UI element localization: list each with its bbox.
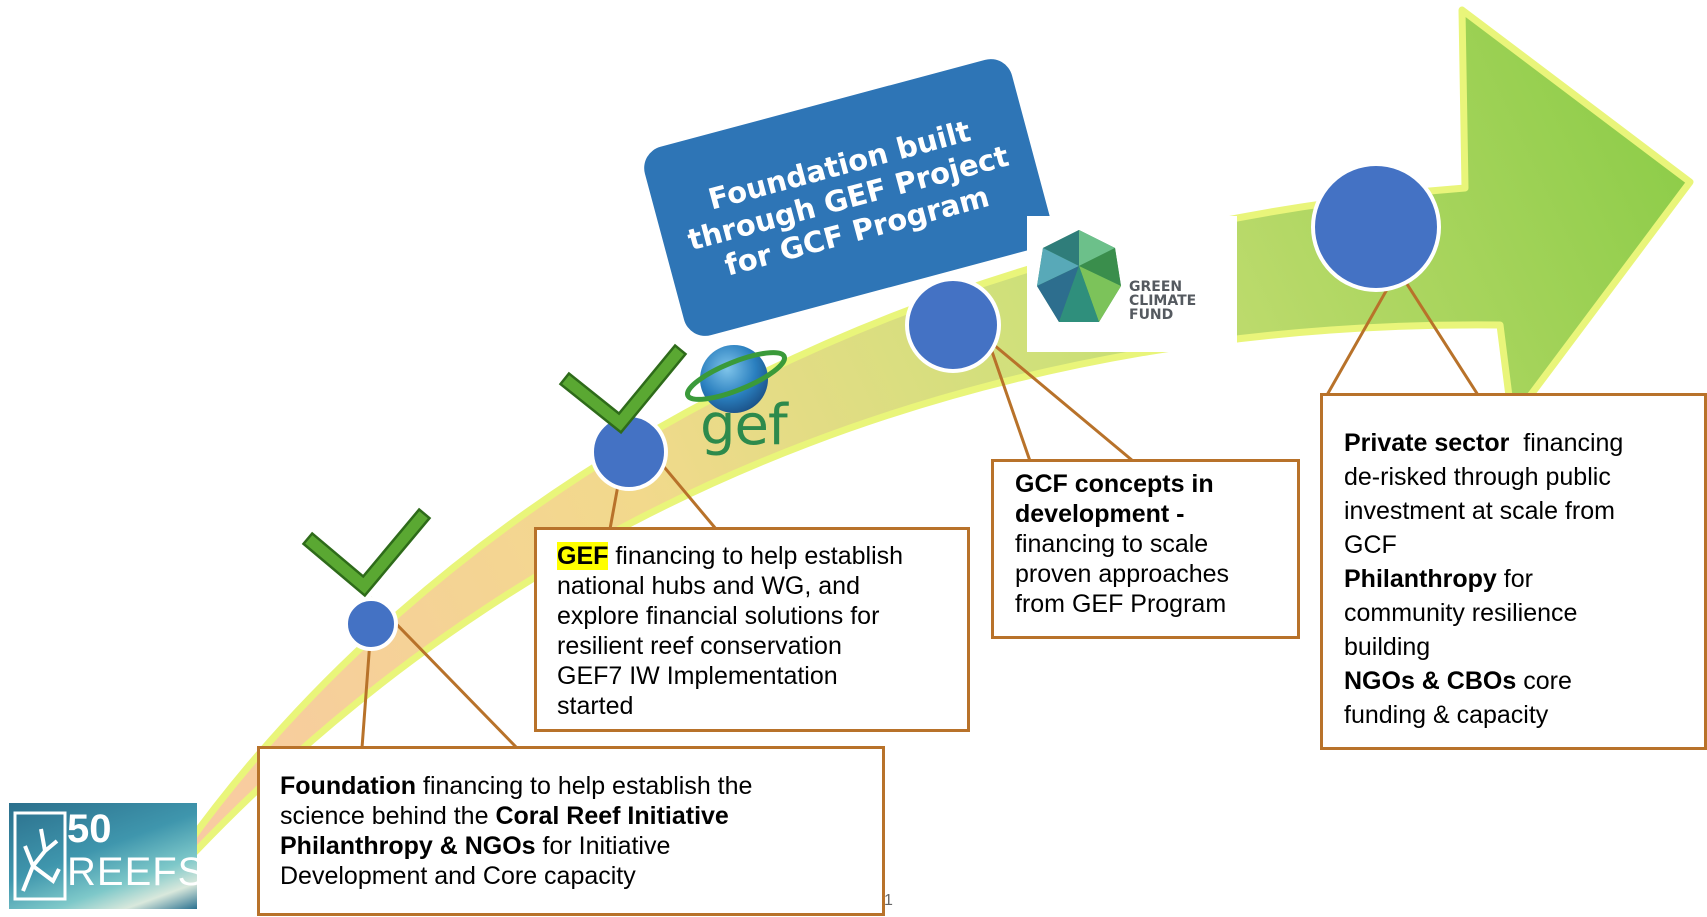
reefs-logo-word: REEFS — [67, 850, 197, 894]
stage-text: core — [1516, 667, 1572, 695]
gcf-logo: GREEN CLIMATE FUND — [1027, 216, 1237, 352]
stage-text-bold: NGOs & CBOs — [1344, 667, 1517, 695]
stage-text: financing to help establish the — [416, 772, 753, 800]
stage-text-bold: Philanthropy & NGOs — [280, 832, 536, 860]
gcf-logo-line: FUND — [1129, 307, 1174, 323]
gcf-logo-line: CLIMATE — [1129, 293, 1197, 309]
stage-text-line: community resilience — [1344, 596, 1704, 630]
stage-text: investment at scale from — [1344, 497, 1615, 525]
stage-text-bold: Coral Reef Initiative — [495, 802, 729, 830]
stage-text-line: GCF — [1344, 528, 1704, 562]
stage-text-line: investment at scale from — [1344, 494, 1704, 528]
page-number: 1 — [884, 892, 893, 909]
geodesic-globe-icon — [1037, 230, 1121, 322]
stage-text-line: Foundation financing to help establish t… — [280, 771, 882, 801]
check-icon — [301, 507, 432, 598]
stage-node-1 — [344, 597, 398, 651]
stage-text: financing to help establish — [608, 542, 904, 570]
stage-text-bold: GCF concepts in — [1015, 470, 1214, 498]
stage-text-line: science behind the Coral Reef Initiative — [280, 801, 882, 831]
stage-text: started — [557, 692, 634, 720]
stage-text: Development and Core capacity — [280, 862, 636, 890]
stage-text: financing — [1509, 429, 1624, 457]
stage-text-line: NGOs & CBOs core — [1344, 664, 1704, 698]
stage-text-line: from GEF Program — [1015, 589, 1297, 619]
stage-text: for Initiative — [535, 832, 671, 860]
coral-icon — [13, 811, 67, 901]
stage-text-line: GEF7 IW Implementation — [557, 661, 967, 691]
gcf-logo-line: GREEN — [1129, 279, 1183, 295]
stage-text-line: Development and Core capacity — [280, 861, 882, 891]
stage-box-4: Private sector financing de-risked throug… — [1320, 393, 1707, 750]
stage-text: community resilience — [1344, 599, 1578, 627]
stage-text: de-risked through public — [1344, 463, 1611, 491]
stage-text-line: national hubs and WG, and — [557, 571, 967, 601]
stage-text-line: de-risked through public — [1344, 460, 1704, 494]
stage-text: financing to scale — [1015, 530, 1209, 558]
stage-text-bold: development - — [1015, 500, 1185, 528]
stage-text-line: Philanthropy for — [1344, 562, 1704, 596]
stage-text-bold: Foundation — [280, 772, 417, 800]
stage-text-line: development - — [1015, 499, 1297, 529]
stage-text-line: building — [1344, 630, 1704, 664]
stage-text: from GEF Program — [1015, 590, 1227, 618]
stage-text: building — [1344, 633, 1431, 661]
stage-text: proven approaches — [1015, 560, 1230, 588]
stage-text-bold: GEF — [557, 542, 609, 570]
stage-text: national hubs and WG, and — [557, 572, 860, 600]
stage-text: GEF7 IW Implementation — [557, 662, 838, 690]
stage-box-1: Foundation financing to help establish t… — [257, 746, 885, 916]
stage-node-2 — [590, 413, 668, 491]
gef-logo-word: gef — [700, 393, 788, 458]
check-icon — [558, 343, 688, 435]
stage-text-line: Philanthropy & NGOs for Initiative — [280, 831, 882, 861]
stage-text: science behind the — [280, 802, 496, 830]
stage-text-line: proven approaches — [1015, 559, 1297, 589]
stage-text-line: financing to scale — [1015, 529, 1297, 559]
stage-text-line: GCF concepts in — [1015, 469, 1297, 499]
stage-text-line: GEF financing to help establish — [557, 541, 967, 571]
gef-globe-icon — [685, 345, 787, 413]
stage-text: GCF — [1344, 531, 1397, 559]
stage-text-line: Private sector financing — [1344, 426, 1704, 460]
stage-text-line: funding & capacity — [1344, 698, 1704, 732]
stage-node-3 — [905, 277, 1001, 373]
gcf-logo-text: GREEN CLIMATE FUND — [1129, 280, 1196, 322]
stage-text-line: resilient reef conservation — [557, 631, 967, 661]
stage-text-line: explore financial solutions for — [557, 601, 967, 631]
stage-text: for — [1496, 565, 1533, 593]
stage-text: resilient reef conservation — [557, 632, 842, 660]
stage-node-4 — [1311, 162, 1441, 292]
stage-text-bold: Philanthropy — [1344, 565, 1497, 593]
50-reefs-logo: 50 REEFS — [9, 803, 197, 909]
stage-text: funding & capacity — [1344, 701, 1549, 729]
stage-text-bold: Private sector — [1344, 429, 1510, 457]
stage-text: explore financial solutions for — [557, 602, 880, 630]
stage-text-line: started — [557, 691, 967, 721]
reefs-logo-number: 50 — [67, 807, 112, 851]
